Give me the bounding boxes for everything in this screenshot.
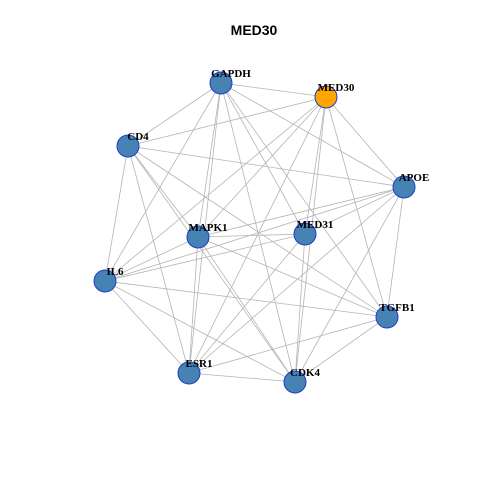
node-layer	[93, 71, 416, 394]
edge-apoe-cdk4	[294, 186, 405, 383]
node-label-esr1: ESR1	[186, 358, 213, 370]
edge-med31-cdk4	[294, 233, 306, 383]
node-cdk4[interactable]	[283, 370, 307, 394]
node-label-gapdh: GAPDH	[211, 68, 251, 80]
edge-med30-tgfb1	[325, 96, 388, 318]
edge-med30-il6	[104, 96, 327, 282]
edge-gapdh-med30	[220, 82, 327, 98]
edge-gapdh-il6	[104, 82, 222, 282]
edge-med30-cd4	[127, 96, 327, 147]
edge-cd4-esr1	[127, 145, 190, 374]
edge-layer	[104, 82, 405, 383]
node-label-cdk4: CDK4	[290, 367, 320, 379]
edge-il6-tgfb1	[104, 280, 388, 318]
edge-gapdh-cd4	[127, 82, 222, 147]
edge-apoe-il6	[104, 186, 405, 282]
node-cd4[interactable]	[116, 134, 140, 158]
edge-tgfb1-cdk4	[294, 316, 388, 383]
edge-gapdh-apoe	[220, 82, 405, 188]
edge-med30-med31	[304, 96, 327, 235]
node-tgfb1[interactable]	[375, 305, 399, 329]
edge-mapk1-il6	[104, 236, 199, 282]
node-label-med30: MED30	[318, 82, 355, 94]
edge-il6-cdk4	[104, 280, 296, 383]
node-label-cd4: CD4	[127, 131, 149, 143]
node-label-il6: IL6	[106, 266, 124, 278]
edge-esr1-cdk4	[188, 372, 296, 383]
edge-apoe-tgfb1	[386, 186, 405, 318]
edge-il6-esr1	[104, 280, 190, 374]
node-esr1[interactable]	[177, 361, 201, 385]
edge-cd4-apoe	[127, 145, 405, 188]
edge-gapdh-tgfb1	[220, 82, 388, 318]
edge-gapdh-mapk1	[197, 82, 222, 238]
edge-med31-esr1	[188, 233, 306, 374]
edge-cd4-mapk1	[127, 145, 199, 238]
edge-med31-il6	[104, 233, 306, 282]
edge-cd4-cdk4	[127, 145, 296, 383]
edge-mapk1-cdk4	[197, 236, 296, 383]
edge-med30-mapk1	[197, 96, 327, 238]
node-label-apoe: APOE	[399, 172, 430, 184]
node-il6[interactable]	[93, 269, 117, 293]
node-med31[interactable]	[293, 222, 317, 246]
node-mapk1[interactable]	[186, 225, 210, 249]
node-label-mapk1: MAPK1	[188, 222, 227, 234]
edge-apoe-med31	[304, 186, 405, 235]
node-med30[interactable]	[314, 85, 338, 109]
node-apoe[interactable]	[392, 175, 416, 199]
node-gapdh[interactable]	[209, 71, 233, 95]
edge-cd4-tgfb1	[127, 145, 388, 318]
edge-apoe-esr1	[188, 186, 405, 374]
node-label-tgfb1: TGFB1	[379, 302, 414, 314]
edge-mapk1-med31	[197, 233, 306, 238]
edge-tgfb1-esr1	[188, 316, 388, 374]
node-label-med31: MED31	[297, 219, 334, 231]
edge-mapk1-tgfb1	[197, 236, 388, 318]
edge-cd4-il6	[104, 145, 129, 282]
edge-med30-apoe	[325, 96, 405, 188]
diagram-title: MED30	[231, 22, 278, 38]
edge-gapdh-med31	[220, 82, 306, 235]
edge-apoe-mapk1	[197, 186, 405, 238]
